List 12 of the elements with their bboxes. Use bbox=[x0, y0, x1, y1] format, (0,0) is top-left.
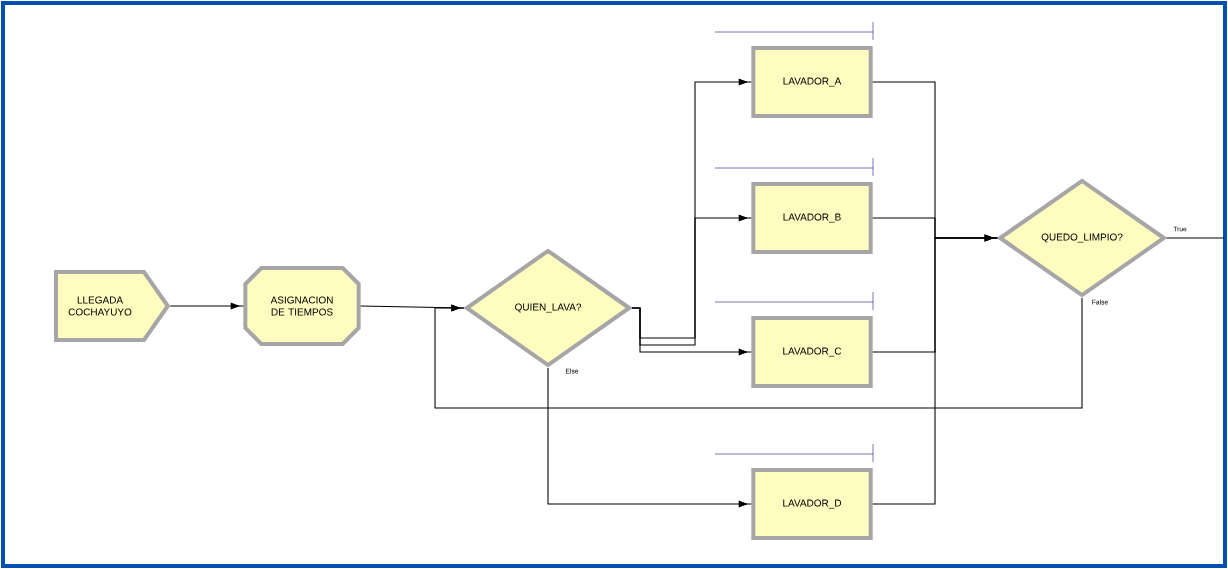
process-box: LAVADOR_A bbox=[751, 46, 873, 118]
connector bbox=[631, 307, 752, 356]
connector bbox=[169, 302, 244, 310]
process-box: LAVADOR_B bbox=[751, 182, 873, 254]
process-box: LAVADOR_C bbox=[751, 316, 873, 388]
connector bbox=[547, 367, 752, 508]
assign-block: ASIGNACION DE TIEMPOS bbox=[243, 266, 361, 346]
process-box: LAVADOR_D bbox=[751, 468, 873, 540]
connector bbox=[434, 297, 1083, 409]
arrival-block: LLEGADA COCHAYUYO bbox=[54, 270, 171, 342]
connector bbox=[1166, 237, 1225, 239]
connector bbox=[872, 234, 998, 505]
